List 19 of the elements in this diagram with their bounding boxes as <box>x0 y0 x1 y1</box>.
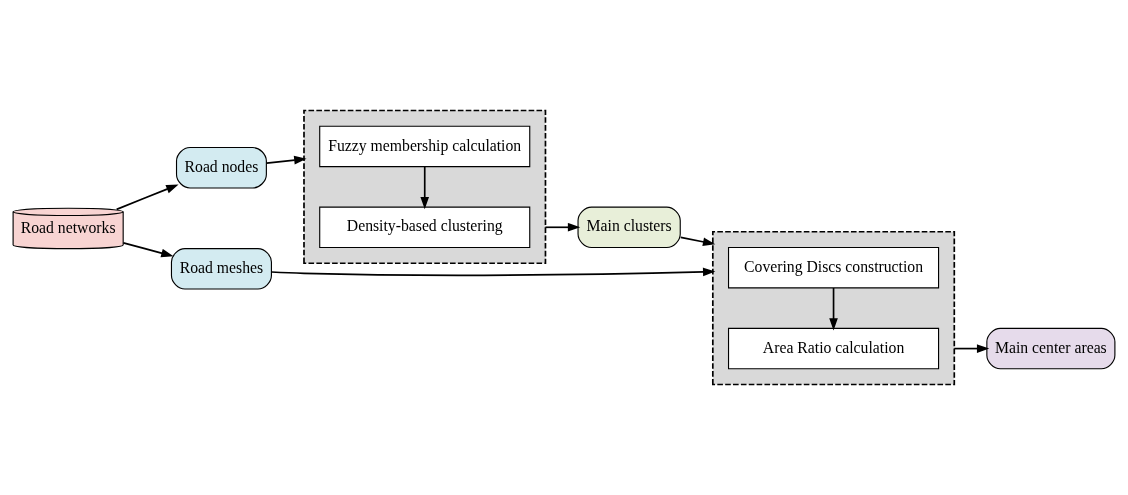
arrow <box>829 287 838 331</box>
node-box: Main clusters <box>577 206 681 249</box>
arrow <box>544 222 581 232</box>
arrow <box>270 267 716 277</box>
arrow <box>122 242 174 258</box>
node-box: Fuzzy membership calculation <box>319 125 531 168</box>
arrow <box>420 165 430 210</box>
arrow <box>115 184 179 211</box>
cluster <box>303 109 547 265</box>
arrow <box>265 155 307 165</box>
node-box: Covering Discs construction <box>728 246 940 289</box>
node-box: Road nodes <box>175 147 267 189</box>
arrow <box>953 344 990 353</box>
node-box: Main center areas <box>986 327 1116 370</box>
cluster <box>712 230 956 386</box>
arrow <box>679 236 716 247</box>
node-box: Road meshes <box>170 248 272 290</box>
node-box: Area Ratio calculation <box>728 327 940 370</box>
node-box: Density-based clustering <box>319 206 531 249</box>
